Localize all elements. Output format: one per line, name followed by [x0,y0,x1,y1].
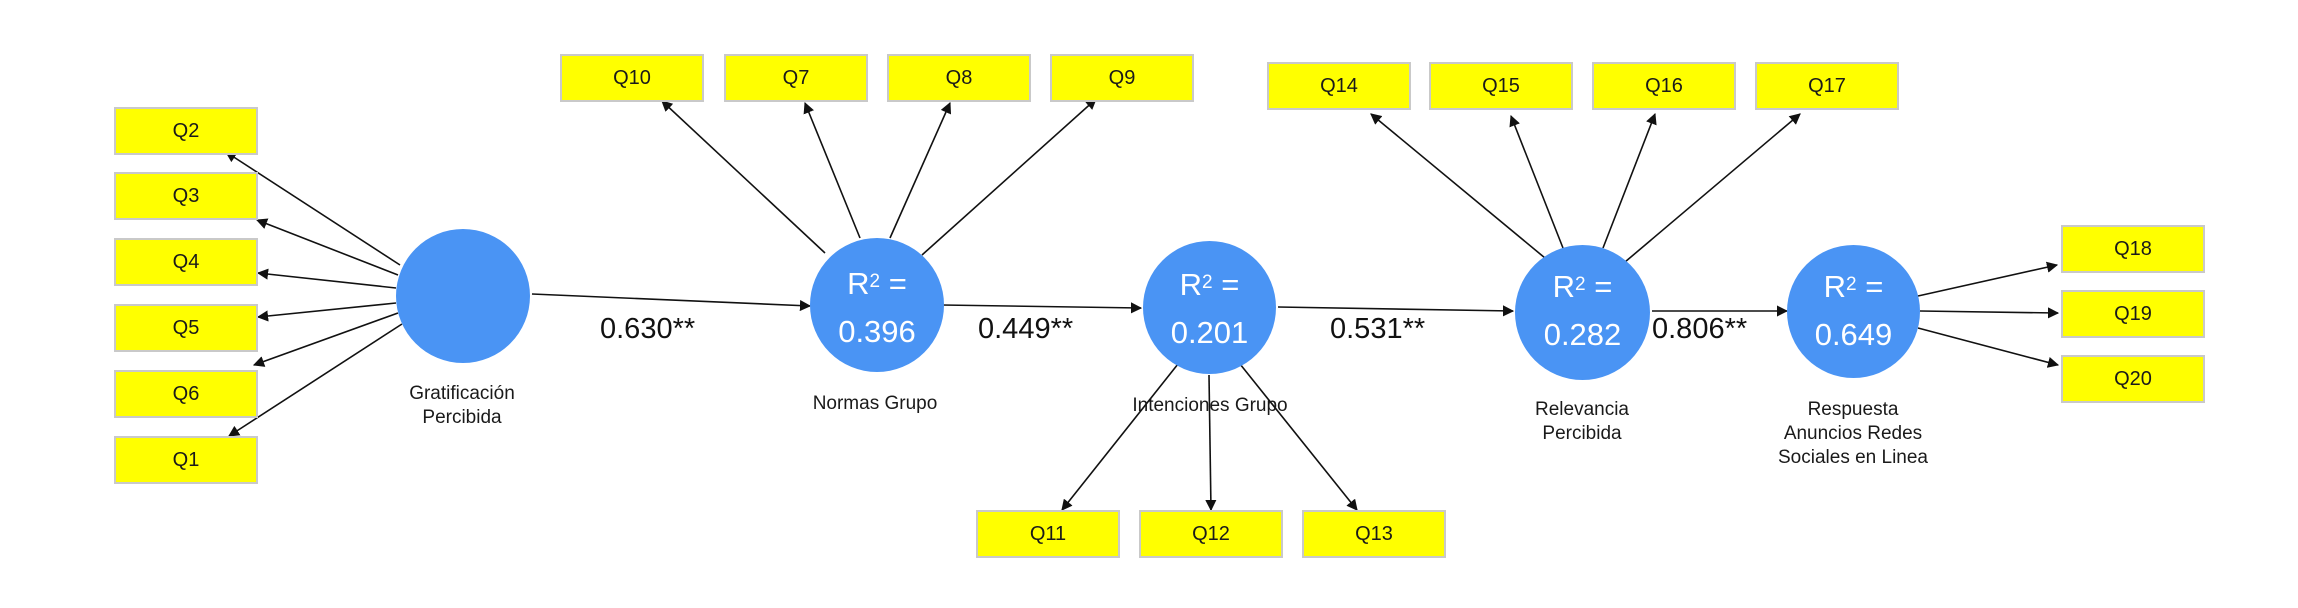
r2-header: R2 = [847,266,907,301]
arrow-gratificacion-normas [531,293,812,312]
indicator-q4: Q4 [114,238,258,286]
indicator-q18: Q18 [2061,225,2205,273]
arrow-respuesta-q18 [1917,261,2059,297]
arrow-intenciones-relevancia [1277,305,1515,317]
indicator-q9: Q9 [1050,54,1194,102]
indicator-q2: Q2 [114,107,258,155]
indicator-q3: Q3 [114,172,258,220]
arrow-respuesta-q20 [1917,327,2060,368]
node-gratificacion [396,229,530,363]
r2-value: 0.396 [838,314,916,349]
indicator-q12: Q12 [1139,510,1283,558]
node-normas: R2 = 0.396 [810,238,944,372]
label-normas: Normas Grupo [812,393,938,414]
arrow-intenciones-q11 [1061,363,1179,511]
label-respuesta: Respuesta Anuncios Redes Sociales en Lin… [1778,399,1928,468]
indicator-q7: Q7 [724,54,868,102]
arrow-normas-q9 [921,98,1097,256]
indicator-q14: Q14 [1267,62,1411,110]
indicator-q10: Q10 [560,54,704,102]
node-relevancia: R2 = 0.282 [1515,245,1650,380]
label-intenciones: Intenciones Grupo [1132,395,1288,416]
arrow-gratificacion-q2 [225,151,401,266]
r2-header: R2 = [1179,267,1240,302]
indicator-q16: Q16 [1592,62,1736,110]
r2-value: 0.282 [1543,317,1622,352]
path-coefficient-gratificacion-normas: 0.630** [600,313,696,345]
indicator-q5: Q5 [114,304,258,352]
indicator-q20: Q20 [2061,355,2205,403]
r2-header: R2 = [1823,269,1884,304]
r2-header: R2 = [1552,269,1613,304]
arrow-normas-q10 [661,100,826,254]
label-relevancia: Relevancia Percibida [1535,399,1629,444]
r2-value: 0.649 [1814,317,1893,352]
arrow-normas-q7 [803,101,861,239]
indicator-q17: Q17 [1755,62,1899,110]
indicator-q15: Q15 [1429,62,1573,110]
arrow-relevancia-q17 [1624,113,1801,263]
arrow-gratificacion-q5 [256,302,397,322]
node-respuesta: R2 = 0.649 [1787,245,1920,378]
arrow-gratificacion-q6 [252,312,399,367]
path-coefficient-intenciones-relevancia: 0.531** [1330,313,1426,345]
node-intenciones: R2 = 0.201 [1143,241,1276,374]
arrow-gratificacion-q3 [255,218,399,276]
arrow-intenciones-q12 [1205,374,1217,512]
path-coefficient-relevancia-respuesta: 0.806** [1652,313,1748,345]
arrow-normas-q8 [889,101,952,239]
arrow-relevancia-q15 [1509,114,1564,249]
arrow-relevancia-q14 [1370,113,1546,259]
indicator-q1: Q1 [114,436,258,484]
indicator-q11: Q11 [976,510,1120,558]
arrow-respuesta-q19 [1919,307,2060,319]
indicator-q19: Q19 [2061,290,2205,338]
indicator-q13: Q13 [1302,510,1446,558]
arrow-gratificacion-q4 [256,268,397,289]
r2-value: 0.201 [1170,315,1249,350]
indicator-q6: Q6 [114,370,258,418]
arrow-relevancia-q16 [1602,112,1657,249]
label-gratificacion: Gratificación Percibida [409,383,515,428]
arrow-intenciones-q13 [1239,363,1358,511]
indicator-q8: Q8 [887,54,1031,102]
arrow-normas-intenciones [941,302,1143,314]
path-coefficient-normas-intenciones: 0.449** [978,313,1074,345]
